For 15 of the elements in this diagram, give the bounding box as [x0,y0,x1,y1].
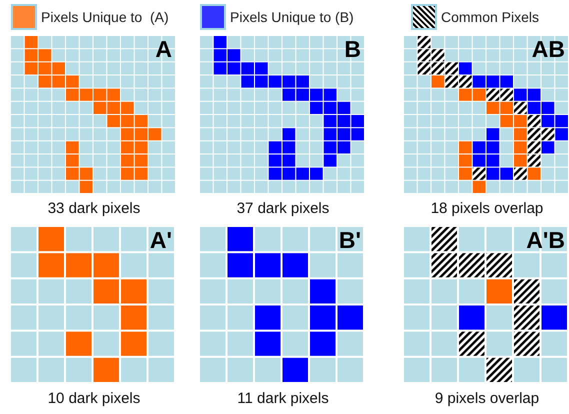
panel-label: AB [532,38,565,61]
legend-text: Pixels Unique to (B) [230,9,354,25]
legend-text: Pixels Unique to (A) [41,9,169,25]
legend-text: Common Pixels [441,9,540,25]
panel-label: A' [150,229,172,252]
panel-label: A'B [526,229,565,252]
pixel-count-caption: 11 dark pixels [236,390,330,407]
pixel-count-caption: 9 pixels overlap [434,390,540,407]
pixel-count-caption: 33 dark pixels [46,200,142,217]
pixel-count-caption: 18 pixels overlap [430,200,544,217]
panel-label: B [344,38,361,61]
panel-label: A [155,38,172,61]
panel-label: B' [338,229,361,252]
pixel-count-caption: 37 dark pixels [236,200,330,217]
pixel-count-caption: 10 dark pixels [46,390,142,407]
